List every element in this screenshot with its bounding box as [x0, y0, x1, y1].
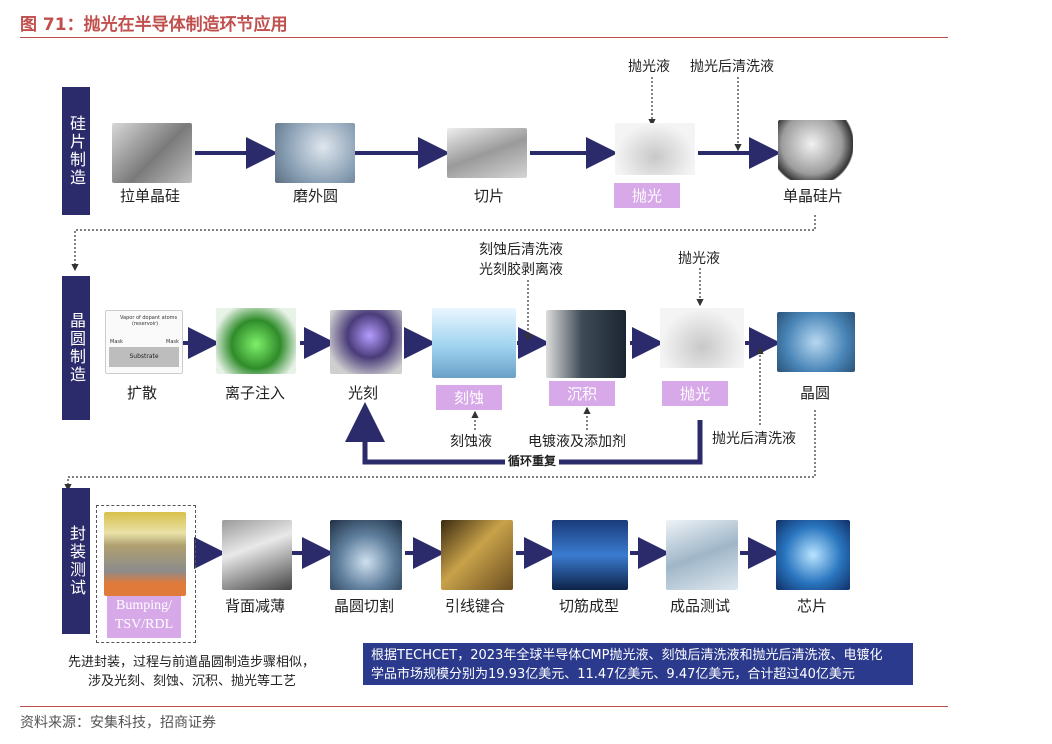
input-plating-solution: 电镀液及添加剂	[528, 434, 626, 450]
loop-label: 循环重复	[505, 452, 560, 469]
step-final-test: 成品测试	[670, 597, 731, 615]
section-wafer-making: 硅片制造	[62, 87, 90, 215]
input-post-etch-clean: 刻蚀后清洗液	[479, 242, 563, 258]
dicing-image	[330, 520, 402, 590]
section-packaging: 封装测试	[62, 488, 90, 634]
step-lithography: 光刻	[348, 384, 379, 402]
input-polish-slurry-1: 抛光液	[628, 59, 670, 75]
deposition-image	[546, 310, 626, 378]
packaging-note-line2: 涉及光刻、刻蚀、沉积、抛光等工艺	[88, 674, 297, 689]
bumping-tsv-image	[104, 512, 186, 596]
grinding-image	[275, 123, 355, 183]
input-post-polish-clean-2: 抛光后清洗液	[712, 431, 796, 447]
chip-image	[776, 520, 850, 590]
diffusion-mask-left: Mask	[110, 339, 123, 345]
input-post-polish-clean-1: 抛光后清洗液	[690, 59, 774, 75]
trim-form-image	[552, 520, 628, 590]
step-backgrinding: 背面减薄	[225, 597, 286, 615]
info-line-1: 根据TECHCET，2023年全球半导体CMP抛光液、刻蚀后清洗液和抛光后清洗液…	[371, 648, 883, 663]
section-wafer-fab: 晶圆制造	[62, 276, 90, 420]
step-wire-bonding: 引线键合	[445, 597, 506, 615]
step-trim-form: 切筋成型	[559, 597, 620, 615]
step-ingot-pulling: 拉单晶硅	[120, 187, 181, 205]
step-deposition: 沉积	[549, 381, 616, 406]
wafer-image	[777, 312, 855, 372]
input-polish-slurry-2: 抛光液	[678, 251, 720, 267]
advanced-packaging-box	[96, 505, 196, 643]
title-rule	[20, 37, 948, 38]
diffusion-vapor-text: Vapor of dopant atoms	[120, 315, 178, 321]
step-diffusion: 扩散	[127, 384, 158, 402]
packaging-note-line1: 先进封装，过程与前道晶圆制造步骤相似，	[68, 655, 316, 670]
step-polishing-2: 抛光	[662, 381, 729, 406]
polishing-machine-image-2	[660, 308, 744, 368]
backgrinding-image	[222, 520, 292, 590]
figure-title: 图 71：抛光在半导体制造环节应用	[20, 15, 288, 35]
polishing-machine-image	[615, 123, 695, 175]
step-single-crystal-wafer: 单晶硅片	[783, 187, 844, 205]
wire-bonding-image	[441, 520, 513, 590]
single-crystal-wafer-image	[778, 120, 853, 180]
step-bumping-tsv-rdl: Bumping/ TSV/RDL	[107, 596, 181, 638]
diffusion-image: Vapor of dopant atoms (reservoir) Mask M…	[105, 310, 183, 374]
step-dicing: 晶圆切割	[334, 597, 395, 615]
step-chip: 芯片	[797, 597, 828, 615]
step-slicing: 切片	[474, 187, 505, 205]
step-grinding: 磨外圆	[293, 187, 339, 205]
market-size-info-box: 根据TECHCET，2023年全球半导体CMP抛光液、刻蚀后清洗液和抛光后清洗液…	[363, 643, 913, 685]
diffusion-mask-right: Mask	[166, 339, 179, 345]
step-etching: 刻蚀	[436, 385, 503, 410]
diffusion-substrate: Substrate	[109, 347, 179, 367]
lithography-image	[330, 310, 402, 374]
ingot-pulling-image	[112, 123, 192, 183]
footer-rule	[20, 706, 948, 707]
final-test-image	[666, 520, 738, 590]
source-note: 资料来源：安集科技，招商证券	[20, 715, 216, 731]
input-photoresist-stripper: 光刻胶剥离液	[479, 262, 563, 278]
info-line-2: 学品市场规模分别为19.93亿美元、11.47亿美元、9.47亿美元，合计超过4…	[371, 667, 855, 682]
ion-implant-image	[216, 308, 296, 374]
input-etchant: 刻蚀液	[450, 434, 492, 450]
step-polishing-1: 抛光	[614, 183, 681, 208]
step-ion-implant: 离子注入	[225, 384, 286, 402]
step-wafer: 晶圆	[800, 384, 831, 402]
slicing-image	[447, 128, 527, 178]
etching-image	[432, 308, 516, 378]
diffusion-reservoir-text: (reservoir)	[132, 321, 159, 327]
